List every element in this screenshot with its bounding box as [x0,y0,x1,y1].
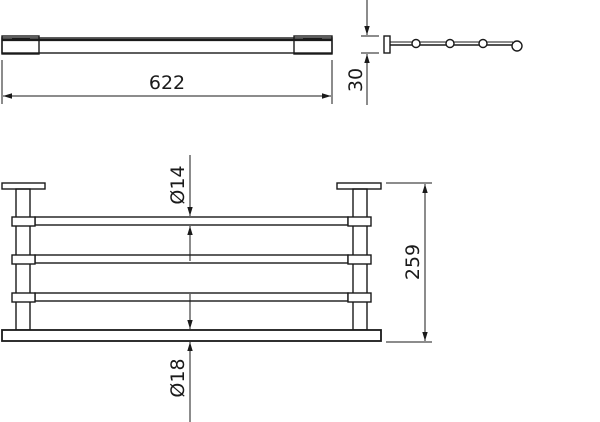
bar-3 [11,292,372,303]
bar-1 [11,216,372,227]
depth-label: 30 [345,68,367,92]
left-bracket [1,35,40,55]
height-label: 259 [402,244,424,280]
dimension-depth: 30 [345,0,379,105]
dimension-length: 622 [1,60,333,104]
length-label: 622 [149,72,185,94]
right-bracket [293,35,333,55]
bottom-bar-diameter-label: Ø18 [167,358,189,397]
dimension-height: 259 [386,182,432,343]
right-cap [336,182,382,190]
top-view [1,35,333,55]
dimension-bottom-bar-diameter: Ø18 [167,294,193,422]
dimension-bar-diameter: Ø14 [167,155,193,261]
bar-2 [11,254,372,265]
front-view [1,182,382,342]
bar-diameter-label: Ø14 [167,165,189,204]
bottom-bar [1,329,382,342]
left-cap [1,182,46,190]
side-view [383,35,523,54]
